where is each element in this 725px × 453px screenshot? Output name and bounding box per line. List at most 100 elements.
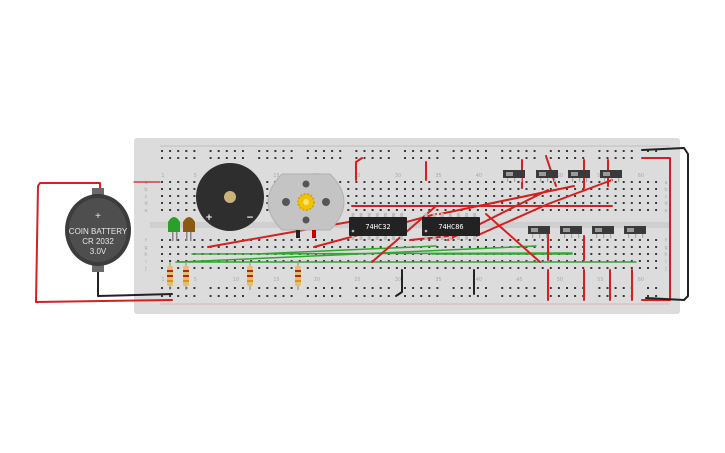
- hole: [387, 150, 390, 152]
- coin-battery[interactable]: + COIN BATTERY CR 2032 3.0V: [65, 188, 131, 272]
- switch-lead: [603, 234, 605, 238]
- slide-switches[interactable]: [503, 170, 646, 238]
- switch-knob[interactable]: [531, 228, 538, 232]
- switch-knob[interactable]: [603, 172, 610, 176]
- switch-knob[interactable]: [627, 228, 634, 232]
- switch-body: [503, 170, 525, 178]
- switch-knob[interactable]: [563, 228, 570, 232]
- led-amber[interactable]: [183, 217, 195, 241]
- wire[interactable]: [355, 157, 363, 181]
- hole: [630, 202, 633, 204]
- dc-motor[interactable]: [267, 173, 345, 238]
- hole: [250, 260, 253, 262]
- hole: [177, 267, 180, 269]
- hole: [452, 209, 455, 211]
- hole: [606, 267, 609, 269]
- hole: [525, 239, 528, 241]
- hole: [541, 202, 544, 204]
- hole: [647, 209, 649, 211]
- column-number: 60: [638, 277, 644, 283]
- led-green[interactable]: [168, 217, 180, 241]
- chip-pin: [448, 236, 452, 240]
- resistors[interactable]: [167, 262, 301, 290]
- hole: [177, 181, 180, 183]
- hole: [630, 150, 633, 152]
- resistor-4[interactable]: [295, 262, 301, 290]
- row-letter: j: [144, 266, 146, 272]
- hole: [622, 260, 625, 262]
- wire[interactable]: [35, 182, 173, 303]
- resistor-2[interactable]: [183, 262, 189, 290]
- hole: [355, 260, 358, 262]
- switch-knob[interactable]: [595, 228, 602, 232]
- hole: [420, 209, 423, 211]
- hole: [574, 246, 577, 248]
- switch-mid-2[interactable]: [560, 226, 582, 238]
- resistor-band: [167, 270, 173, 272]
- wire[interactable]: [439, 185, 575, 215]
- switch-top-4[interactable]: [600, 170, 622, 182]
- wire[interactable]: [97, 269, 173, 297]
- hole: [582, 157, 585, 159]
- switch-knob[interactable]: [571, 172, 578, 176]
- hole: [452, 157, 455, 159]
- hole: [541, 260, 544, 262]
- switch-knob[interactable]: [506, 172, 513, 176]
- wire[interactable]: [641, 157, 671, 301]
- hole: [460, 295, 463, 297]
- hole: [566, 209, 568, 211]
- hole: [452, 202, 455, 204]
- hole: [525, 181, 528, 183]
- hole: [161, 195, 163, 197]
- switch-mid-3[interactable]: [592, 226, 614, 238]
- hole: [476, 260, 479, 262]
- hole: [363, 246, 366, 248]
- switch-body: [568, 170, 590, 178]
- resistor-band: [295, 270, 301, 272]
- hole: [574, 295, 577, 297]
- hole: [452, 150, 455, 152]
- piezo-buzzer[interactable]: + −: [196, 163, 264, 231]
- chip-74hc32[interactable]: 74HC32: [349, 217, 407, 236]
- hole: [258, 150, 261, 152]
- row-letter: i: [145, 259, 146, 265]
- hole: [209, 150, 212, 152]
- hole: [517, 202, 520, 204]
- switch-knob[interactable]: [539, 172, 546, 176]
- chip-74hc86[interactable]: 74HC86: [422, 217, 480, 236]
- hole: [217, 239, 220, 241]
- switch-top-3[interactable]: [568, 170, 590, 182]
- hole: [566, 246, 568, 248]
- switch-mid-4[interactable]: [624, 226, 646, 238]
- switch-top-1[interactable]: [503, 170, 525, 182]
- resistor-3[interactable]: [247, 262, 253, 290]
- row-letter: e: [144, 208, 147, 214]
- wire[interactable]: [641, 147, 689, 301]
- wire[interactable]: [485, 213, 541, 263]
- hole: [339, 287, 342, 289]
- wire[interactable]: [395, 269, 403, 297]
- hole: [436, 209, 439, 211]
- switch-top-2[interactable]: [536, 170, 558, 182]
- hole: [379, 239, 382, 241]
- switch-lead: [572, 178, 574, 182]
- hole: [468, 209, 471, 211]
- row-letter: b: [144, 187, 147, 193]
- switch-mid-1[interactable]: [528, 226, 550, 238]
- hole: [193, 246, 196, 248]
- hole: [185, 150, 188, 152]
- hole: [371, 239, 374, 241]
- hole: [371, 150, 374, 152]
- hole: [460, 267, 463, 269]
- hole: [452, 239, 455, 241]
- wire[interactable]: [255, 245, 437, 255]
- hole: [371, 209, 374, 211]
- hole: [622, 253, 625, 255]
- hole: [468, 287, 471, 289]
- resistor-1[interactable]: [167, 262, 173, 290]
- resistor-band: [295, 275, 301, 277]
- hole: [177, 295, 180, 297]
- hole: [485, 260, 487, 262]
